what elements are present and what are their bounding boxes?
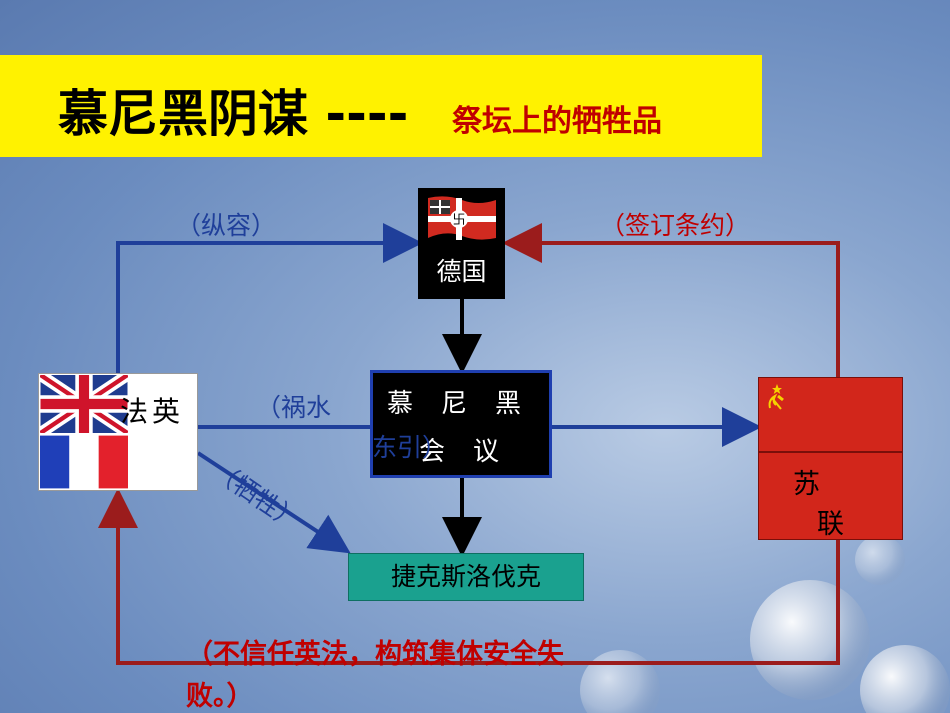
label-appeasement: （纵容） [176,211,277,240]
title-banner [0,55,762,157]
arrow-appeasement [116,223,423,375]
arrow-distrust [98,488,840,665]
label-sign-treaty: （签订条约） [600,211,751,240]
label-disaster-east-part2: 东引） [372,433,448,462]
munich-conference-node: 慕尼黑 会议 [370,370,552,478]
germany-label: 德国 [436,257,487,286]
german-war-ensign-flag-icon: 卐 [428,196,496,240]
arrow-treaty [502,223,840,377]
ussr-label-line1: 苏 [793,469,820,500]
uk-france-label: 法英 [120,395,185,428]
munich-label-line1: 慕尼黑 [387,389,550,419]
label-distrust-line2: 败。） [186,681,254,712]
french-tricolour-flag-icon [40,435,128,489]
munich-label-line2: 会议 [419,437,528,467]
ussr-label-line2: 联 [817,509,844,540]
label-disaster-east-part1: （祸水 [256,393,332,422]
page-title: 慕尼黑阴谋 ---- [58,85,409,143]
arrow-sacrifice [196,451,351,554]
svg-text:卐: 卐 [452,213,465,228]
czechoslovakia-node: 捷克斯洛伐克 [348,553,584,601]
germany-node: 卐 德国 [418,188,505,299]
hammer-and-sickle-icon [768,384,784,410]
label-distrust-line1: （不信任英法，构筑集体安全失 [186,639,564,670]
ussr-node [758,377,903,540]
page-subtitle: 祭坛上的牺牲品 [452,104,662,139]
union-jack-flag-icon [40,375,128,433]
ussr-divider [758,451,903,453]
